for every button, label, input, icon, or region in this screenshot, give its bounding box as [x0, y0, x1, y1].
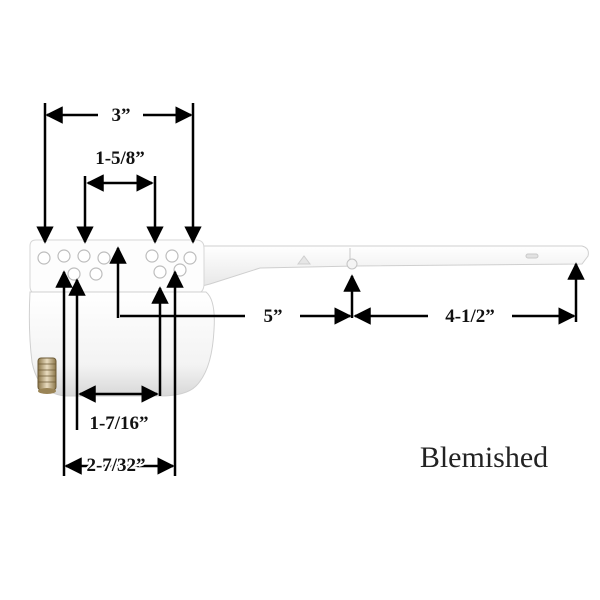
dimension-lines	[36, 103, 585, 476]
drive-stem-fitting	[37, 357, 57, 394]
dim-label-3in: 3”	[112, 105, 131, 126]
arm-logo-mark	[297, 255, 311, 265]
dim-label-1-7-16in: 1-7/16”	[89, 413, 148, 434]
operator-arm	[177, 245, 589, 293]
gear-housing	[28, 291, 215, 397]
window-operator-illustration	[28, 239, 589, 397]
blemished-note: Blemished	[420, 441, 548, 474]
dim-label-2-7-32in: 2-7/32”	[86, 455, 145, 476]
dim-label-4-1-2in: 4-1/2”	[445, 306, 495, 327]
arm-slot	[525, 253, 539, 259]
dim-label-5in: 5”	[264, 306, 283, 327]
arm-pivot	[346, 258, 358, 270]
dimension-labels: 3” 1-5/8” 5” 4-1/2” 1-7/16” 2-7/32”	[84, 105, 495, 478]
dim-label-1-5-8in: 1-5/8”	[95, 148, 145, 169]
